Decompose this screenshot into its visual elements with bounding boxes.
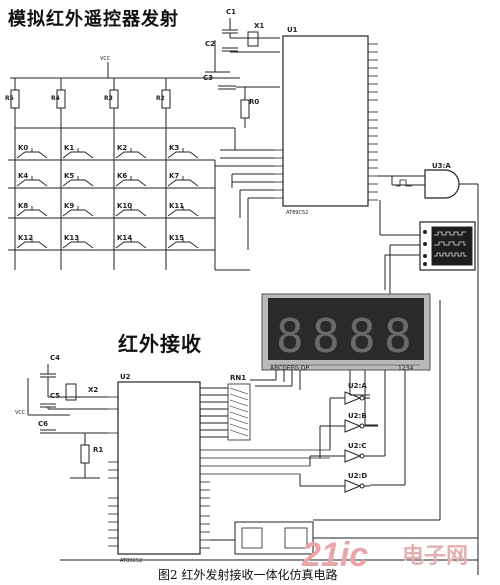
key-label-k0: K0 xyxy=(18,144,28,152)
label-u1-part: AT89C52 xyxy=(286,210,308,216)
label-vcc-bottom: VCC xyxy=(15,410,26,416)
display-bus xyxy=(250,370,406,486)
u1-pin-stubs xyxy=(274,43,378,201)
display-digit: 8 xyxy=(276,309,304,363)
switch-k6 xyxy=(115,176,147,187)
label-u2-c: U2:C xyxy=(348,442,367,450)
label-c1: C1 xyxy=(226,8,236,16)
key-label-k14: K14 xyxy=(117,234,132,242)
u2-chip xyxy=(117,381,201,555)
u1-chip xyxy=(282,35,369,207)
oscilloscope xyxy=(419,221,476,271)
label-u2-b: U2:B xyxy=(348,412,367,420)
switch-k3 xyxy=(167,148,199,159)
switch-k2 xyxy=(115,148,147,159)
pullup-network xyxy=(10,62,240,270)
key-label-k3: K3 xyxy=(169,144,179,152)
inverter-bank xyxy=(299,391,378,493)
key-matrix-wiring xyxy=(8,149,274,271)
label-c5: C5 xyxy=(50,392,60,400)
key-label-k2: K2 xyxy=(117,144,127,152)
label-r0: R0 xyxy=(249,98,259,106)
label-c6: C6 xyxy=(38,420,48,428)
figure-caption: 图2 红外发射接收一体化仿真电路 xyxy=(158,568,338,582)
switch-k15 xyxy=(167,238,199,249)
switch-k13 xyxy=(62,238,94,249)
label-vcc-top: VCC xyxy=(100,56,111,62)
u2-pin-stubs xyxy=(108,396,330,549)
label-r2: R2 xyxy=(156,95,165,102)
display-digit: 8 xyxy=(384,309,412,363)
label-c2: C2 xyxy=(205,40,215,48)
switch-k8 xyxy=(16,206,48,217)
switch-k5 xyxy=(62,176,94,187)
receive-oscillator xyxy=(27,364,108,479)
key-label-k10: K10 xyxy=(117,202,132,210)
label-u2-a: U2:A xyxy=(348,382,367,390)
switch-k14 xyxy=(115,238,147,249)
key-label-k12: K12 xyxy=(18,234,33,242)
label-r4: R4 xyxy=(51,95,60,102)
label-c3: C3 xyxy=(203,74,213,82)
seven-segment-display xyxy=(261,293,431,371)
key-label-k1: K1 xyxy=(64,144,74,152)
key-label-k4: K4 xyxy=(18,172,28,180)
label-r5: R5 xyxy=(5,95,14,102)
key-label-k15: K15 xyxy=(169,234,184,242)
switch-k0 xyxy=(16,148,48,159)
label-u3a: U3:A xyxy=(432,162,451,170)
switch-k10 xyxy=(115,206,147,217)
key-label-k5: K5 xyxy=(64,172,74,180)
switch-k11 xyxy=(167,206,199,217)
label-x2: X2 xyxy=(88,386,98,394)
ir-receiver-module xyxy=(210,300,478,555)
receive-title: 红外接收 xyxy=(118,332,202,356)
label-x1: X1 xyxy=(254,22,264,30)
transmit-title: 模拟红外遥控器发射 xyxy=(8,9,179,30)
label-r1: R1 xyxy=(93,446,103,454)
transmit-oscillator xyxy=(205,18,280,128)
label-u1: U1 xyxy=(287,26,298,34)
key-label-k8: K8 xyxy=(18,202,28,210)
transmit-output xyxy=(378,169,479,575)
watermark-text: 电子网 xyxy=(402,544,469,569)
switch-k9 xyxy=(62,206,94,217)
rn1-network xyxy=(200,383,251,441)
key-label-k9: K9 xyxy=(64,202,74,210)
label-rn1: RN1 xyxy=(230,374,246,382)
key-label-k6: K6 xyxy=(117,172,127,180)
key-label-k11: K11 xyxy=(169,202,184,210)
display-pin-labels-right: 1234 xyxy=(398,365,413,372)
display-digit: 8 xyxy=(348,309,376,363)
switch-k1 xyxy=(62,148,94,159)
key-label-k7: K7 xyxy=(169,172,179,180)
switch-k4 xyxy=(16,176,48,187)
label-c4: C4 xyxy=(50,354,60,362)
label-u2-d: U2:D xyxy=(348,472,367,480)
watermark-logo: 21ic xyxy=(302,536,369,574)
switch-k12 xyxy=(16,238,48,249)
key-label-k13: K13 xyxy=(64,234,79,242)
display-digit: 8 xyxy=(312,309,340,363)
switch-k7 xyxy=(167,176,199,187)
label-u2: U2 xyxy=(120,373,131,381)
display-pin-labels-left: ABCDEFG DP xyxy=(270,365,309,372)
label-r3: R3 xyxy=(104,95,113,102)
label-u2-part: AT89C52 xyxy=(120,558,142,564)
